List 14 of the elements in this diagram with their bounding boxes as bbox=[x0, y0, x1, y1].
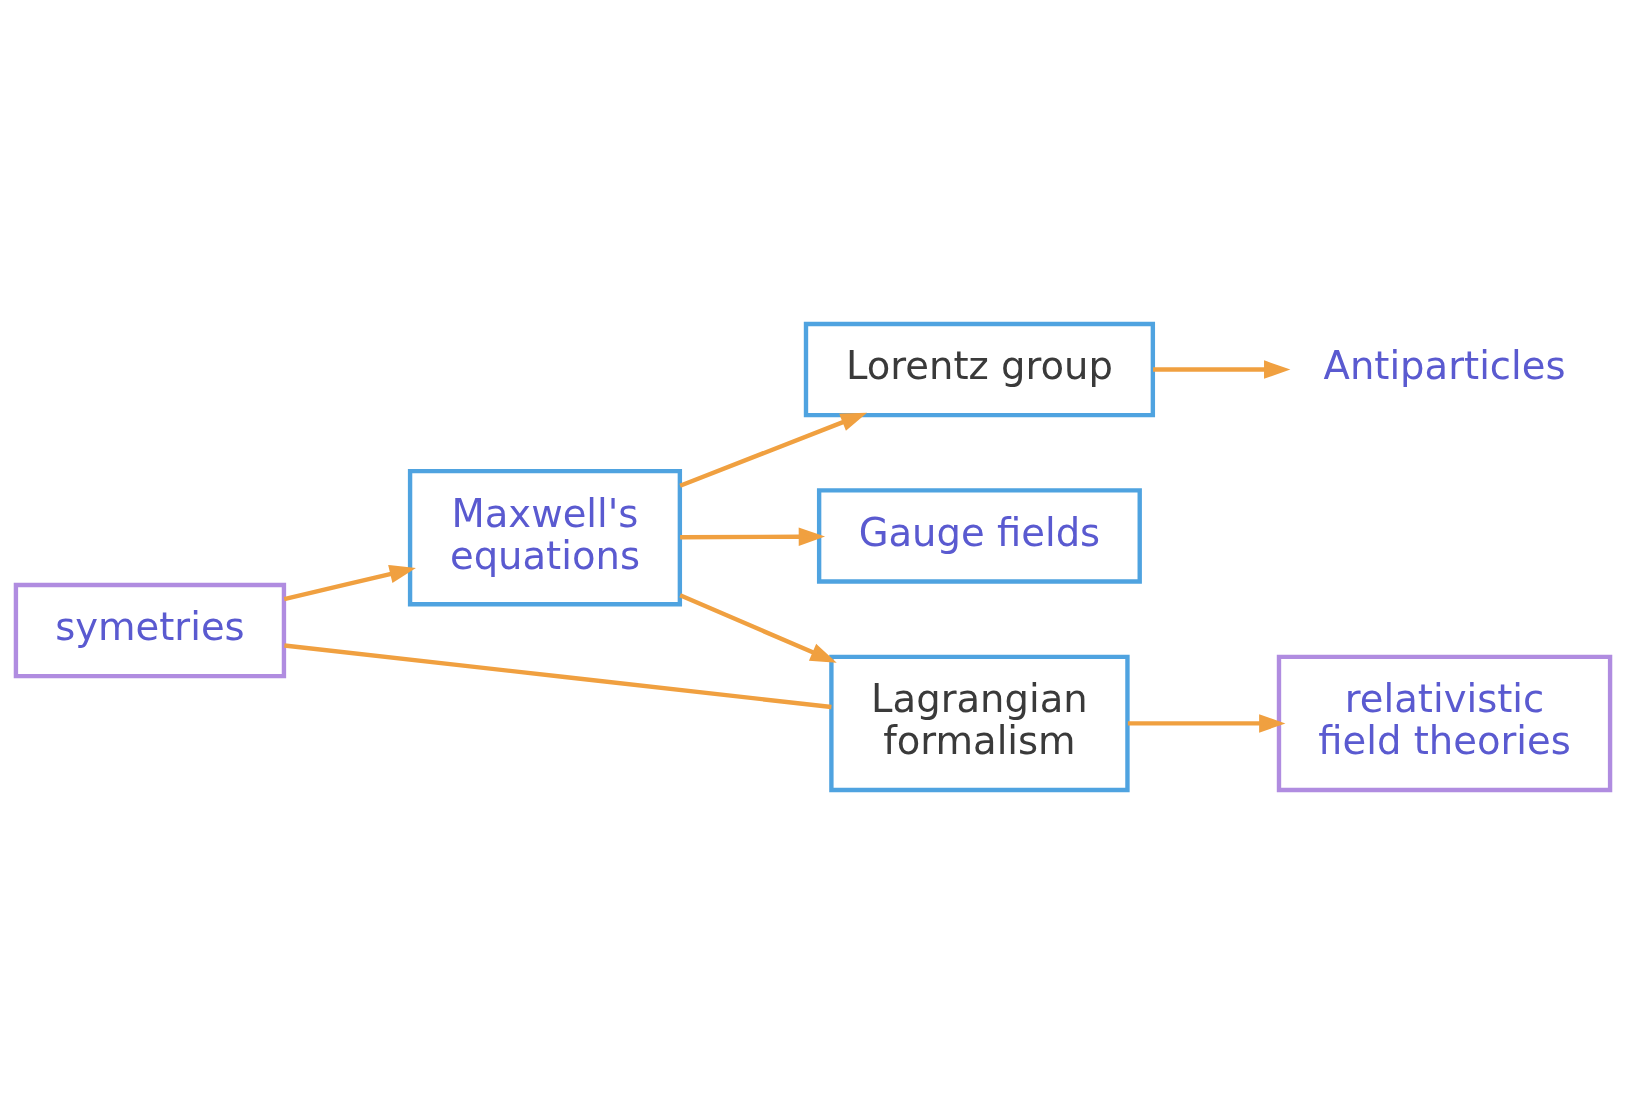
connector bbox=[284, 642, 832, 709]
arrow bbox=[1127, 713, 1286, 733]
node-box: symetries bbox=[13, 582, 287, 678]
node-box: relativistic field theories bbox=[1276, 654, 1613, 792]
node-box: Gauge fields bbox=[816, 487, 1142, 584]
node-box: Maxwell's equations bbox=[407, 468, 683, 606]
arrow bbox=[1153, 359, 1291, 379]
node-box: Lagrangian formalism bbox=[829, 654, 1130, 792]
node-text: Antiparticles bbox=[1323, 342, 1566, 388]
arrow bbox=[283, 564, 416, 601]
arrow bbox=[680, 527, 826, 546]
arrow bbox=[679, 592, 837, 663]
node-box: Lorentz group bbox=[803, 321, 1156, 417]
arrow bbox=[679, 412, 868, 488]
